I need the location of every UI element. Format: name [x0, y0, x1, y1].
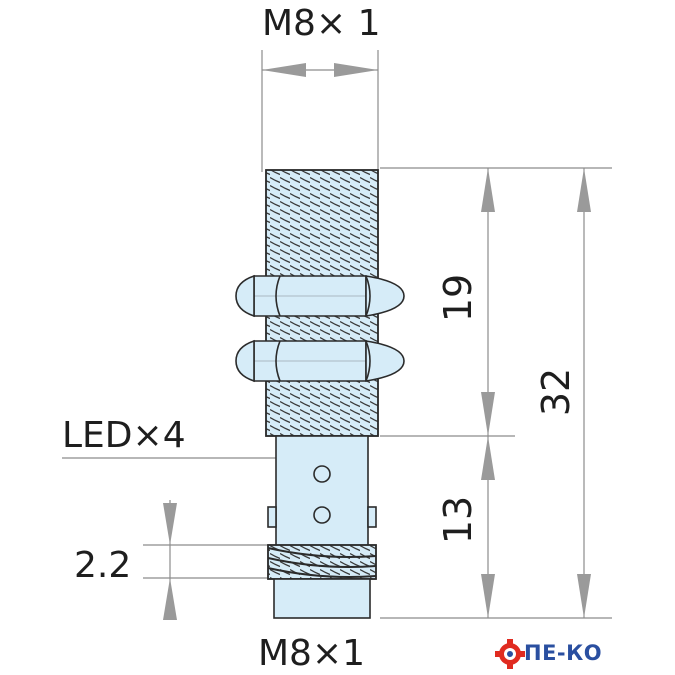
connector-collar	[273, 578, 371, 619]
led-callout-label: LED×4	[62, 415, 186, 456]
dim-19-arrow-top	[481, 168, 495, 212]
side-tab-left	[267, 506, 277, 528]
plain-body	[275, 435, 369, 549]
body-length-label: 13	[436, 495, 480, 545]
dim-13-arrow-top	[481, 436, 495, 480]
thread-length-label: 19	[436, 273, 480, 323]
lower-nut	[235, 339, 405, 383]
led-window-lower	[313, 506, 331, 524]
pitch-arrow-bottom	[163, 578, 177, 620]
top-arrow-left	[262, 63, 306, 77]
logo-text: ПЕ-КО	[524, 641, 603, 665]
top-arrow-right	[334, 63, 378, 77]
thread-size-bottom-label: M8×1	[258, 633, 366, 674]
side-tab-right	[367, 506, 377, 528]
sensor-body	[235, 169, 405, 619]
dim-32-arrow-bottom	[577, 574, 591, 618]
dim-19-arrow-bottom	[481, 392, 495, 436]
total-length-label: 32	[534, 367, 578, 417]
led-window-upper	[313, 465, 331, 483]
pitch-arrow-top	[163, 503, 177, 545]
thread-size-top-label: M8× 1	[262, 3, 381, 44]
logo-gear-icon	[495, 639, 525, 669]
dim-13-arrow-bottom	[481, 574, 495, 618]
dim-32-arrow-top	[577, 168, 591, 212]
brand-logo: ПЕ-КО	[496, 636, 602, 670]
upper-nut	[235, 274, 405, 318]
connector-pitch-label: 2.2	[74, 545, 132, 586]
dimension-arrows	[163, 63, 591, 620]
